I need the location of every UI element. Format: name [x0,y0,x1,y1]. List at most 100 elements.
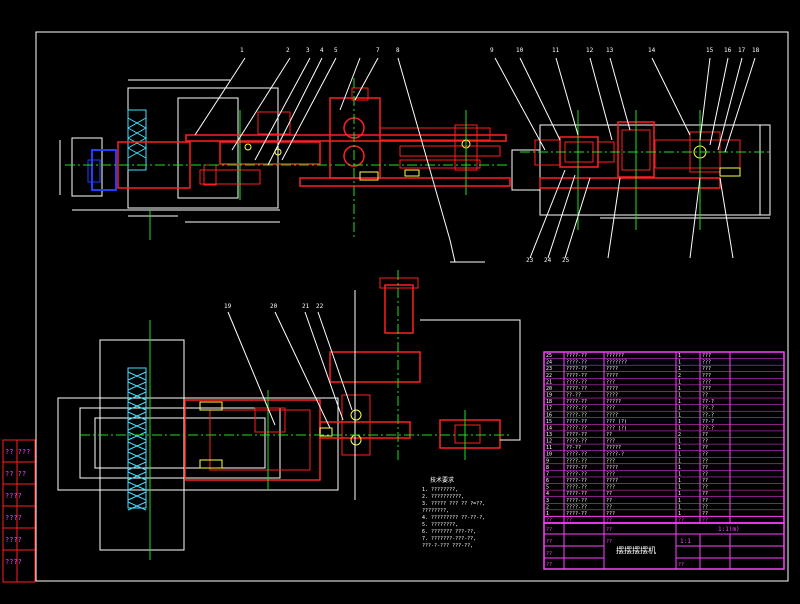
right-balloon-labels: 9 10 11 12 13 14 15 16 17 18 [490,47,760,54]
bom-cell-no: 1 [546,511,549,517]
balloon-15: 15 [706,47,714,54]
bom-cell-mat: ?? [702,439,708,445]
bom-cell-name: ???? [606,412,618,418]
bom-cell-name: ??? [606,379,615,385]
bom-header-no: ?? [546,518,552,524]
bom-cell-name: ????-? [606,452,624,458]
bom-cell-mat: ??-? [702,406,714,412]
bom-cell-code: ????-?? [566,498,587,504]
bom-cell-mat: ??-? [702,425,714,431]
bom-cell-qty: 1 [678,379,681,385]
titleblock-cell: ?? [546,551,552,557]
bom-cell-no: 4 [546,491,549,497]
tech-notes-heading: 技术要求 [430,476,454,484]
bom-cell-code: ????-?? [566,439,587,445]
bom-cell-mat: ?? [702,491,708,497]
bom-cell-qty: 1 [678,386,681,392]
bottom-balloon-labels: 19 20 21 22 23 24 25 [224,257,570,310]
bom-cell-mat: ??-? [702,399,714,405]
balloon-19: 19 [224,303,232,310]
bom-cell-no: 17 [546,406,552,412]
technical-notes: 技术要求 1. ????????, 2. ??????????, 3. ????… [422,476,485,549]
bom-cell-name: ???? [606,478,618,484]
side-label-5: ???? [5,536,22,544]
bom-cell-code: ????-?? [566,452,587,458]
balloon-20: 20 [270,303,278,310]
bom-cell-no: 20 [546,386,552,392]
bom-cell-name: ??? [606,485,615,491]
bom-cell-mat: ?? [702,504,708,510]
balloon-23: 23 [526,257,534,264]
drawing-title: 摆摆摆摆机 [616,545,656,555]
bom-cell-code: ????-?? [566,478,587,484]
bom-cell-code: ????-?? [566,465,587,471]
bom-cell-name: ???? [606,366,618,372]
bom-cell-name: ???? [606,386,618,392]
bom-cell-mat: ?? [702,458,708,464]
balloon-18: 18 [752,47,760,54]
bom-cell-name: ???? [606,465,618,471]
bom-cell-code: ????-?? [566,511,587,517]
bom-cell-qty: 1 [678,511,681,517]
titleblock-cell: ?? [546,539,552,545]
bom-cell-name: ?? [606,432,612,438]
bom-cell-qty: 1 [678,452,681,458]
drawing-sheet: 1:1(m) [718,526,740,533]
bom-cell-code: ????-?? [566,360,587,366]
balloon-7: 7 [376,47,380,54]
bom-cell-code: ????-?? [566,419,587,425]
bom-cell-code: ????-?? [566,491,587,497]
tech-note-line: ???-?-??? ???-??, [422,543,473,549]
bom-cell-name: ??? (?) [606,419,627,425]
bom-cell-code: ????-?? [566,485,587,491]
bom-cell-no: 18 [546,399,552,405]
bom-cell-no: 3 [546,498,549,504]
balloon-1: 1 [240,47,244,54]
balloon-12: 12 [586,47,594,54]
bom-cell-qty: 1 [678,491,681,497]
bom-cell-mat: ??-? [702,412,714,418]
bom-cell-name: ??? [606,471,615,477]
bom-cell-no: 5 [546,485,549,491]
bom-cell-qty: 1 [678,406,681,412]
bom-cell-qty: 1 [678,504,681,510]
bom-cell-qty: 1 [678,445,681,451]
bom-cell-code: ????-?? [566,504,587,510]
bom-cell-mat: ?? [702,471,708,477]
bom-cell-qty: 1 [678,485,681,491]
bom-cell-code: ????-?? [566,412,587,418]
top-balloon-labels: 1 2 3 4 5 7 8 [240,47,400,54]
bom-cell-no: 25 [546,353,552,359]
bom-cell-name: ??? [606,406,615,412]
balloon-4: 4 [320,47,324,54]
titleblock-cell: ?? [678,562,684,568]
balloon-11: 11 [552,47,560,54]
bom-header-qty: ?? [678,518,684,524]
bom-cell-no: 7 [546,471,549,477]
balloon-13: 13 [606,47,614,54]
bom-cell-qty: 1 [678,478,681,484]
bom-cell-qty: 1 [678,458,681,464]
balloon-14: 14 [648,47,656,54]
bom-cell-name: ??? (?) [606,425,627,431]
bom-cell-no: 6 [546,478,549,484]
bom-cell-qty: 1 [678,399,681,405]
plan-view [57,270,521,560]
bom-cell-no: 24 [546,360,552,366]
side-label-4: ???? [5,514,22,522]
side-label-2: ?? ?? [5,470,26,478]
titleblock-cell: ?? [606,539,612,545]
titleblock-cell: ?? [606,527,612,533]
bom-cell-code: ????-?? [566,458,587,464]
bom-cell-code: ????-?? [566,386,587,392]
balloon-9: 9 [490,47,494,54]
bom-cell-code: ????-?? [566,425,587,431]
bom-cell-no: 23 [546,366,552,372]
tech-note-line: 3. ????? ??? ?? ?=??, [422,501,485,507]
bom-cell-no: 10 [546,452,552,458]
titleblock-cell: ?? [546,527,552,533]
bom-cell-qty: 2 [678,373,681,379]
tech-note-line: ????????, [422,508,449,514]
